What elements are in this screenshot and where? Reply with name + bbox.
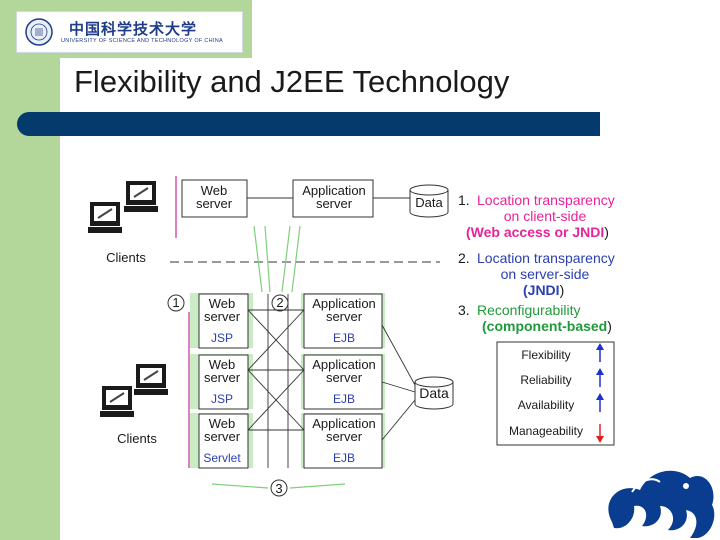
note-1-line2: on client-side	[504, 208, 587, 224]
row2-web-line2: server	[204, 370, 241, 385]
row3-app-tech: EJB	[333, 451, 355, 465]
row2-app-line1: Application	[312, 357, 376, 372]
note-2-line1: 2. Location transparency	[458, 250, 615, 266]
note-2-line3: (JNDI)	[523, 282, 564, 298]
marker-3-lines	[211, 483, 346, 489]
title-underline-bar	[17, 112, 600, 136]
quality-manageability: Manageability	[509, 424, 583, 438]
row1-web-line1: Web	[209, 296, 236, 311]
bottom-data-label: Data	[419, 385, 449, 401]
clients-label-bottom: Clients	[117, 431, 157, 446]
up-arrow-icon	[596, 368, 604, 387]
client-computer-icon	[134, 364, 168, 395]
up-arrow-icon	[596, 343, 604, 362]
quality-reliability: Reliability	[520, 373, 571, 387]
quality-availability: Availability	[518, 398, 574, 412]
row-2	[198, 354, 383, 410]
quality-flexibility: Flexibility	[521, 348, 570, 362]
note-2-line2: on server-side	[501, 266, 590, 282]
row2-web-tech: JSP	[211, 392, 233, 406]
top-app-server-box	[292, 179, 374, 218]
row1-app-line2: server	[326, 309, 363, 324]
top-web-server-line2: server	[196, 196, 233, 211]
top-web-server-line1: Web	[201, 183, 228, 198]
row1-app-tech: EJB	[333, 331, 355, 345]
row2-app-tech: EJB	[333, 392, 355, 406]
top-web-server-box	[181, 179, 248, 218]
marker-3: 3	[275, 481, 282, 496]
note-1-line1: 1. Location transparency	[458, 192, 615, 208]
row1-app-line1: Application	[312, 296, 376, 311]
university-name-en: UNIVERSITY OF SCIENCE AND TECHNOLOGY OF …	[61, 38, 224, 44]
university-seal-icon	[25, 18, 53, 46]
logo-area: 中国科学技术大学 UNIVERSITY OF SCIENCE AND TECHN…	[0, 0, 252, 58]
app-to-data-lines	[381, 324, 416, 441]
dragon-emblem-icon	[608, 470, 715, 538]
sidebar-strip	[0, 0, 60, 540]
marker-3-circle	[270, 479, 288, 497]
up-arrow-icon	[596, 393, 604, 412]
quality-box	[496, 341, 615, 446]
client-computer-icon	[88, 202, 122, 233]
note-3-line1: 3. Reconfigurability	[458, 302, 581, 318]
row2-web-line1: Web	[209, 357, 236, 372]
row1-web-tech: JSP	[211, 331, 233, 345]
server-cross-connections	[247, 294, 305, 468]
green-funnel-lines	[253, 225, 301, 293]
row3-web-line2: server	[204, 429, 241, 444]
down-arrow-icon	[596, 424, 604, 443]
row1-web-line2: server	[204, 309, 241, 324]
row3-web-tech: Servlet	[203, 451, 241, 465]
top-data-label: Data	[415, 195, 443, 210]
client-computer-icon	[124, 181, 158, 212]
client-computer-icon	[100, 386, 134, 417]
university-logo: 中国科学技术大学 UNIVERSITY OF SCIENCE AND TECHN…	[16, 11, 243, 53]
note-1-line3: (Web access or JNDI)	[466, 224, 609, 240]
row2-app-line2: server	[326, 370, 363, 385]
top-app-server-line2: server	[316, 196, 353, 211]
marker-1: 1	[172, 295, 179, 310]
row3-app-line2: server	[326, 429, 363, 444]
marker-2: 2	[276, 295, 283, 310]
bottom-database-icon	[414, 376, 454, 410]
row3-app-line1: Application	[312, 416, 376, 431]
top-database-icon	[409, 184, 449, 218]
row-1	[198, 293, 383, 349]
clients-label-top: Clients	[106, 250, 146, 265]
row-3	[198, 413, 383, 469]
marker-1-circle	[167, 294, 185, 312]
top-app-server-line1: Application	[302, 183, 366, 198]
row3-web-line1: Web	[209, 416, 236, 431]
university-name-cn: 中国科学技术大学	[69, 20, 198, 38]
slide-title: Flexibility and J2EE Technology	[74, 64, 510, 99]
note-3-line2: (component-based)	[482, 318, 612, 334]
